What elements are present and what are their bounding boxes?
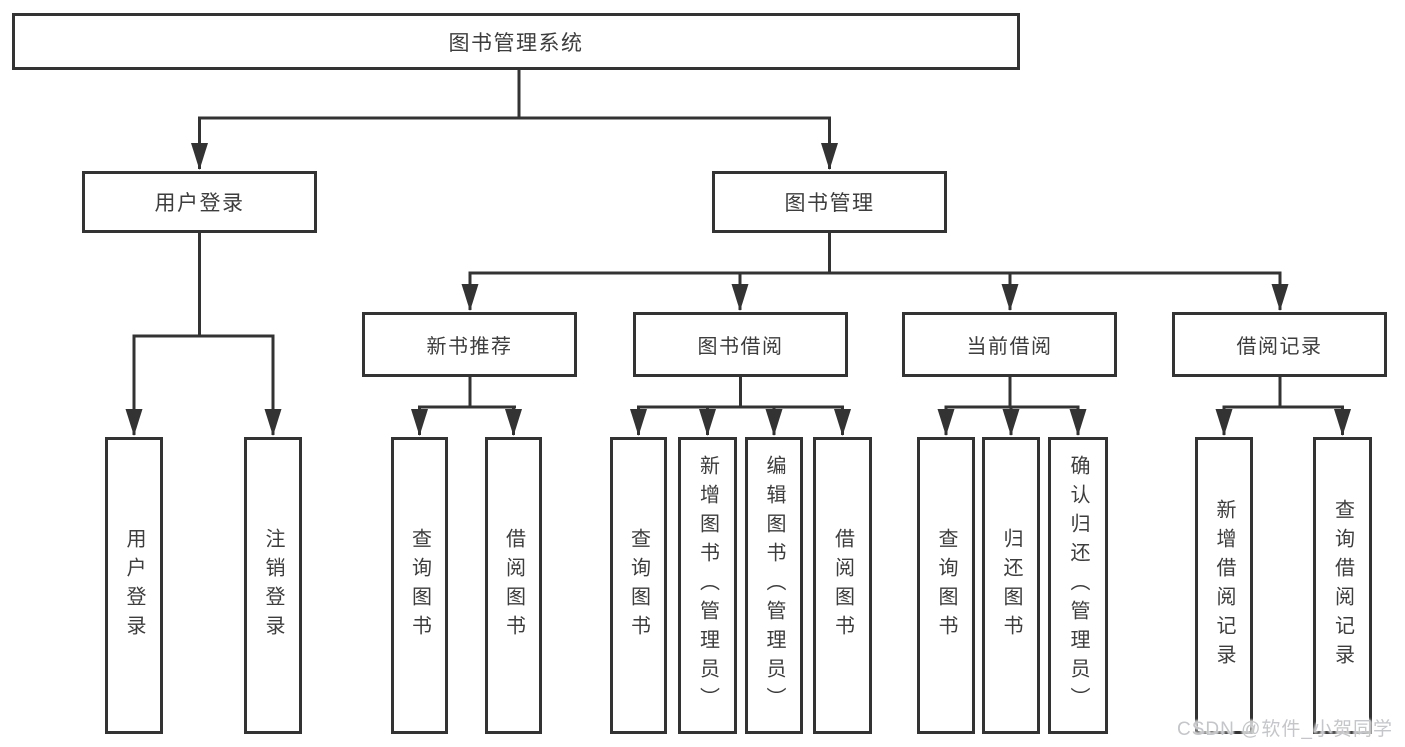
leaf-edit-book-admin: 编辑图书（管理员） <box>745 437 803 734</box>
node-user-login: 用户登录 <box>82 171 317 233</box>
node-library-system: 图书管理系统 <box>12 13 1020 70</box>
leaf-add-book-admin: 新增图书（管理员） <box>678 437 737 734</box>
leaf-logout: 注销登录 <box>244 437 302 734</box>
node-borrowing-records: 借阅记录 <box>1172 312 1387 377</box>
leaf-borrow-books: 借阅图书 <box>485 437 542 734</box>
node-book-borrowing: 图书借阅 <box>633 312 848 377</box>
watermark: CSDN @软件_小贺同学 <box>1177 719 1393 740</box>
leaf-borrow-books: 借阅图书 <box>813 437 872 734</box>
leaf-query-books: 查询图书 <box>610 437 667 734</box>
leaf-query-borrow-record: 查询借阅记录 <box>1313 437 1372 734</box>
leaf-query-books: 查询图书 <box>917 437 975 734</box>
leaf-query-books: 查询图书 <box>391 437 448 734</box>
leaf-user-login: 用户登录 <box>105 437 163 734</box>
leaf-return-books: 归还图书 <box>982 437 1040 734</box>
node-new-book-recommendation: 新书推荐 <box>362 312 577 377</box>
node-current-borrowing: 当前借阅 <box>902 312 1117 377</box>
node-book-management: 图书管理 <box>712 171 947 233</box>
leaf-confirm-return-admin: 确认归还（管理员） <box>1048 437 1108 734</box>
leaf-add-borrow-record: 新增借阅记录 <box>1195 437 1253 734</box>
